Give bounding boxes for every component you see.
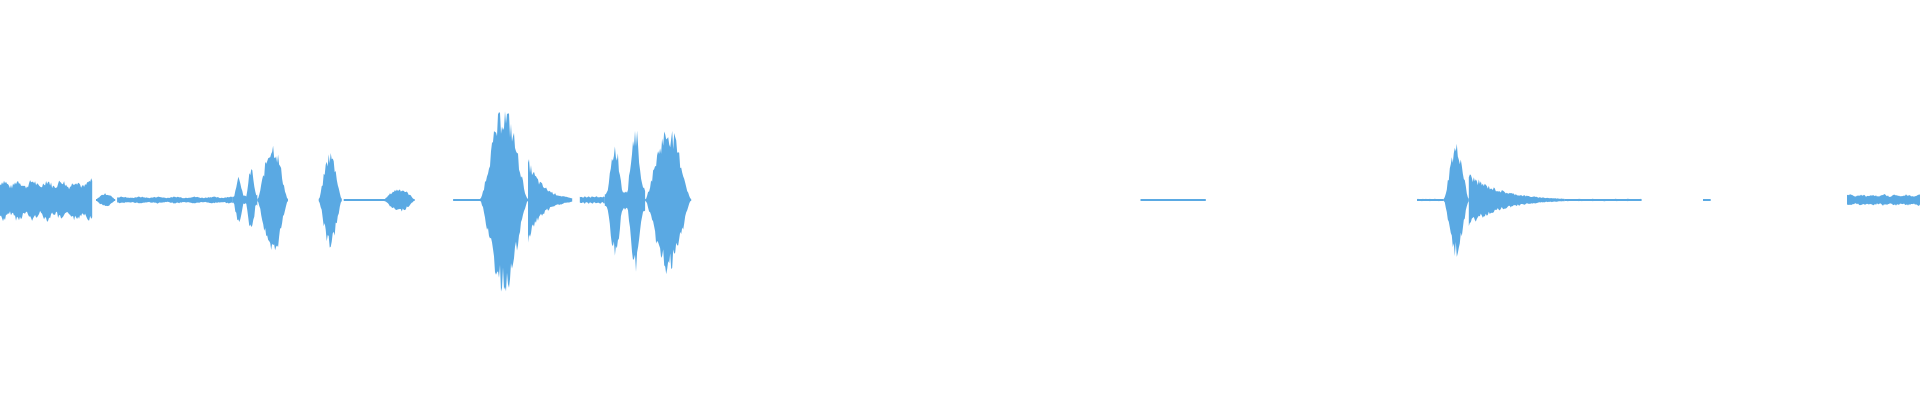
waveform-segment bbox=[1417, 198, 1444, 202]
waveform-segment bbox=[604, 130, 646, 272]
waveform-segment bbox=[528, 159, 573, 243]
waveform-segment bbox=[1140, 199, 1206, 201]
waveform-segment bbox=[453, 199, 480, 201]
waveform-segment bbox=[384, 189, 415, 212]
waveform-segment bbox=[1468, 174, 1565, 226]
waveform-segment bbox=[480, 111, 528, 292]
waveform-segment bbox=[1703, 199, 1711, 201]
waveform-segment bbox=[318, 153, 342, 248]
waveform-segment bbox=[645, 130, 692, 275]
waveform-segment bbox=[1443, 143, 1469, 257]
waveform-segment bbox=[1564, 198, 1642, 202]
waveform-segment bbox=[96, 193, 116, 207]
waveform-segment bbox=[257, 145, 288, 251]
waveform-segment bbox=[232, 169, 258, 227]
waveform-segment bbox=[579, 196, 605, 204]
waveform-segment bbox=[343, 199, 384, 201]
waveform-segment bbox=[0, 178, 93, 222]
waveform-segment bbox=[1847, 194, 1920, 206]
waveform-segment bbox=[117, 196, 233, 204]
waveform-clip bbox=[0, 111, 1920, 292]
